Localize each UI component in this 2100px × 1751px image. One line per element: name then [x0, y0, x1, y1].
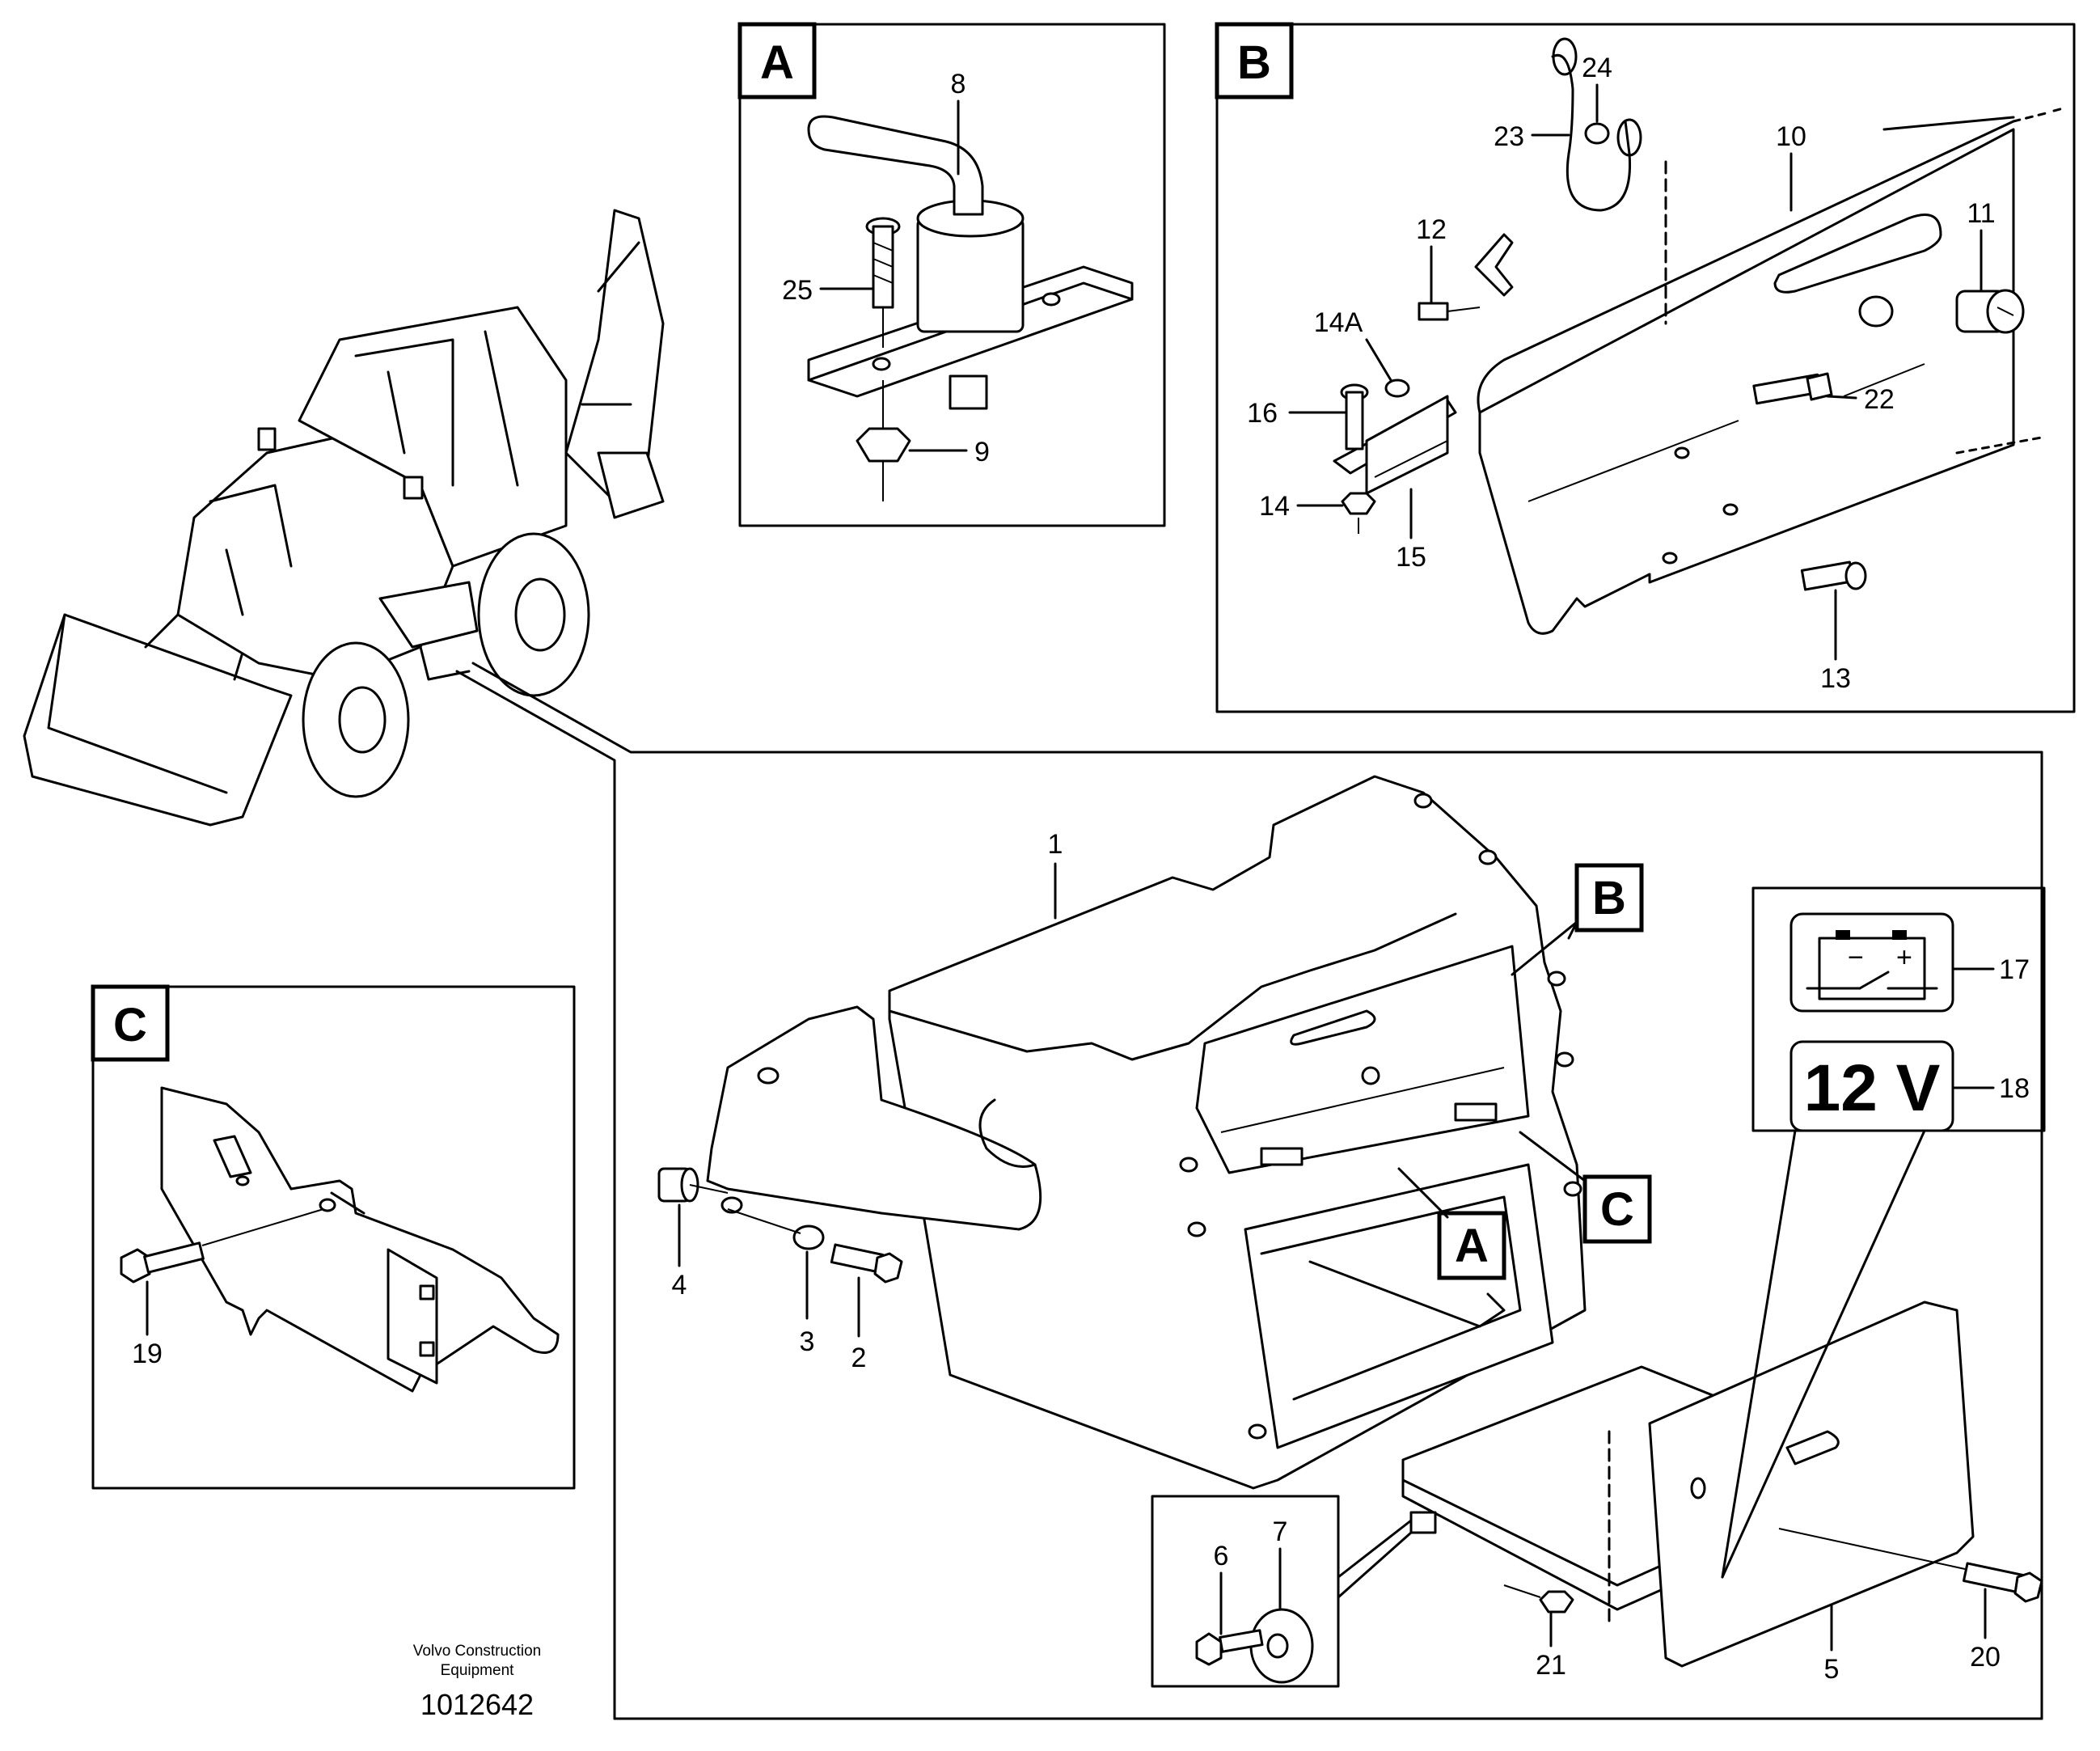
callout-5: 5 — [1824, 1654, 1840, 1685]
bolt-25 — [865, 217, 901, 348]
panel-a-label: A — [760, 36, 794, 89]
reference-c: C — [1519, 1131, 1652, 1244]
washer-14a — [1384, 379, 1410, 398]
callout-14a: 14A — [1314, 307, 1363, 338]
callout-10: 10 — [1776, 121, 1806, 152]
callout-19: 19 — [132, 1339, 163, 1369]
callout-11: 11 — [1967, 198, 1995, 229]
panel-c-label: C — [113, 999, 147, 1051]
reference-b-label: B — [1592, 872, 1626, 924]
callout-2: 2 — [851, 1343, 867, 1373]
lanyard-cable — [1551, 37, 1667, 325]
hinge — [1333, 395, 1457, 495]
nut-14 — [1341, 492, 1376, 515]
mount-detail-panel: 6 7 — [1151, 1495, 1413, 1688]
detail-panel-a: A 8 25 9 — [737, 22, 1166, 527]
grommet-24 — [1584, 122, 1610, 145]
bolt-2 — [830, 1243, 903, 1284]
callout-24: 24 — [1582, 53, 1612, 83]
nut-21 — [1503, 1584, 1574, 1614]
panel-b-label: B — [1237, 36, 1271, 89]
callout-13: 13 — [1820, 663, 1851, 694]
detail-panel-c: C 19 — [91, 984, 576, 1490]
washer-3 — [727, 1208, 825, 1250]
battery-tray — [1401, 1301, 1975, 1668]
battery-box-housing — [706, 775, 1587, 1490]
reference-b: B — [1511, 863, 1644, 976]
bolt-19 — [120, 1208, 324, 1284]
credit-line-1: Volvo Construction — [413, 1643, 541, 1660]
callout-3: 3 — [800, 1326, 815, 1357]
latch-clip — [1418, 233, 1514, 321]
document-number: 1012642 — [420, 1688, 534, 1721]
cover-plate — [1477, 106, 2068, 635]
callout-4: 4 — [672, 1270, 687, 1301]
screw-16 — [1340, 383, 1369, 450]
callout-8: 8 — [951, 69, 966, 99]
callout-23: 23 — [1494, 121, 1524, 152]
voltage-decal: 12 V — [1804, 1051, 1941, 1125]
callout-22: 22 — [1864, 384, 1895, 415]
lock-cylinder-11 — [1858, 289, 2025, 334]
spacer-4 — [657, 1167, 729, 1203]
battery-minus-sign: − — [1848, 942, 1864, 973]
callout-16: 16 — [1247, 398, 1278, 429]
decal-panel: − + 12 V 17 18 — [1721, 886, 2046, 1579]
callout-18: 18 — [1999, 1073, 2030, 1104]
battery-switch-icon: − + — [1806, 930, 1938, 1000]
callout-12: 12 — [1416, 214, 1447, 245]
callout-1: 1 — [1048, 829, 1063, 860]
bolt-20 — [1778, 1528, 2043, 1603]
callout-9: 9 — [974, 437, 990, 467]
battery-plus-sign: + — [1896, 942, 1912, 973]
footer: Volvo Construction Equipment 1012642 — [413, 1643, 541, 1721]
reference-a-label: A — [1455, 1220, 1489, 1272]
callout-15: 15 — [1396, 542, 1426, 573]
backhoe-loader-illustration — [23, 209, 2043, 1720]
mounting-bracket — [160, 1086, 560, 1393]
callout-25: 25 — [782, 275, 813, 306]
callout-6: 6 — [1214, 1541, 1229, 1571]
main-assembly-panel: − + 12 V 17 18 6 7 — [613, 751, 2046, 1720]
callout-14: 14 — [1259, 491, 1290, 522]
bolt-22 — [1752, 372, 1833, 405]
callout-17: 17 — [1999, 954, 2030, 985]
credit-line-2: Equipment — [441, 1662, 515, 1679]
latch-pin-assembly — [807, 115, 1134, 410]
nut-9 — [856, 380, 911, 501]
callout-21: 21 — [1536, 1650, 1566, 1681]
bolt-13 — [1800, 560, 1867, 591]
callout-20: 20 — [1970, 1642, 2001, 1673]
callout-7: 7 — [1273, 1516, 1288, 1547]
reference-a: A — [1397, 1167, 1506, 1280]
detail-panel-b: B — [1215, 22, 2076, 713]
reference-c-label: C — [1600, 1183, 1634, 1236]
